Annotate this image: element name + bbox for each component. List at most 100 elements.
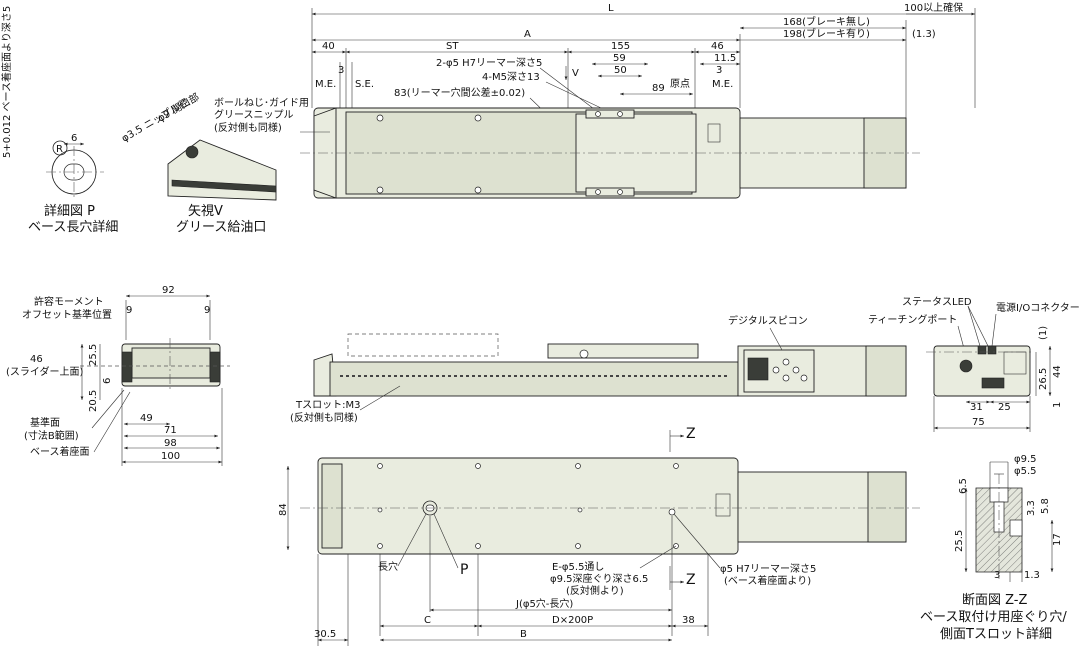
dim-46: 46 (711, 41, 724, 52)
dim-89: 89 (652, 83, 665, 94)
bottom-h7: φ5 H7リーマー深さ5 (720, 563, 816, 575)
bottom-d84: 84 (278, 503, 289, 516)
end-d20-5: 20.5 (88, 390, 99, 412)
detail-p-title: 詳細図 P (44, 203, 95, 219)
zz-title: 断面図 Z-Z (962, 593, 1028, 608)
view-v-nipple-dia: φ3.5 ニップル径 (119, 95, 191, 144)
bottom-slot: 長穴 (378, 560, 398, 573)
label-me-right: M.E. (712, 79, 733, 90)
right-teaching-port: ティーチングポート (868, 313, 957, 326)
zz-d5-8: 5.8 (1040, 498, 1051, 514)
side-view: デジタルスピコン Tスロット:M3 (反対側も同様) (290, 314, 907, 424)
zz-subtitle-1: ベース取付け用座ぐり穴/ (920, 610, 1067, 625)
callout-d83: 83(リーマー穴間公差±0.02) (394, 86, 525, 99)
zz-d5-5: φ5.5 (1014, 466, 1037, 477)
dim-100-clearance: 100以上確保 (904, 1, 963, 14)
dim-155: 155 (611, 41, 630, 52)
zz-d17: 17 (1052, 533, 1063, 546)
right-d26-5: 26.5 (1038, 368, 1049, 390)
end-d9-right: 9 (204, 305, 210, 316)
bottom-j: J(φ5穴-長穴) (515, 597, 573, 610)
callout-opposite-same: (反対側も同様) (214, 121, 282, 134)
side-tslot: Tスロット:M3 (295, 400, 360, 411)
dim-ST: ST (446, 41, 459, 52)
side-tslot-note: (反対側も同様) (290, 411, 358, 424)
bottom-c: C (424, 615, 431, 626)
dim-59: 59 (613, 53, 626, 64)
end-moment-label: 許容モーメント (34, 295, 104, 308)
label-se: S.E. (355, 79, 374, 90)
end-ref-face: 基準面 (30, 416, 60, 429)
dim-168: 168(ブレーキ無し) (783, 15, 870, 28)
end-d100: 100 (161, 451, 180, 462)
right-end-view: ステータスLED 電源I/Oコネクター ティーチングポート (1) 44 26.… (868, 296, 1080, 432)
end-d6: 6 (102, 378, 113, 384)
end-view: 許容モーメント オフセット基準位置 92 9 9 46 (スライダー上面) 25… (6, 285, 230, 466)
dim-198: 198(ブレーキ有り) (783, 27, 870, 40)
right-d1b: 1 (1052, 402, 1063, 408)
dim-3-right: 3 (716, 65, 722, 76)
end-d9-left: 9 (126, 305, 132, 316)
end-d71: 71 (164, 425, 177, 436)
label-origin: 原点 (670, 78, 690, 90)
dim-A: A (524, 29, 531, 40)
detail-p-subtitle: ベース長穴詳細 (28, 219, 118, 235)
bottom-d38: 38 (682, 615, 695, 626)
side-digital-label: デジタルスピコン (728, 314, 808, 327)
end-offset-label: オフセット基準位置 (22, 308, 112, 321)
zz-d3-3: 3.3 (1026, 500, 1037, 516)
bottom-p: P (460, 562, 468, 578)
right-status-led: ステータスLED (902, 296, 972, 308)
detail-p: 5+0.012 ベース着座面より深さ5 6 R 詳細図 P ベース長穴詳細 (0, 6, 118, 235)
top-view: L 100以上確保 A 168(ブレーキ無し) 198(ブレーキ有り) (1.3… (214, 1, 976, 199)
bottom-view: Z Z 84 長穴 P E-φ5.5通し φ9.5深座ぐり深さ6.5 (反対側よ… (278, 426, 920, 646)
callout-m5: 4-M5深さ13 (482, 71, 540, 83)
end-ref-range: (寸法B範囲) (24, 429, 79, 442)
end-d25-5: 25.5 (88, 344, 99, 366)
end-d46: 46 (30, 354, 43, 365)
bottom-h7-note: (ベース着座面より) (724, 574, 811, 587)
callout-ball-screw: ボールねじ･ガイド用 (214, 97, 309, 109)
dim-L: L (608, 3, 614, 14)
label-me-left: M.E. (315, 79, 336, 90)
detail-p-r: R (56, 144, 63, 155)
bottom-z-bottom: Z (686, 572, 696, 588)
right-d25: 25 (998, 402, 1011, 413)
right-d75: 75 (972, 417, 985, 428)
zz-d9-5: φ9.5 (1014, 454, 1037, 465)
zz-d3: 3 (994, 570, 1000, 581)
callout-grease-nipple: グリースニップル (214, 108, 294, 121)
end-slider-top: (スライダー上面) (6, 365, 84, 378)
zz-subtitle-2: 側面Tスロット詳細 (940, 626, 1052, 642)
bottom-counterbore-note: (反対側より) (566, 584, 624, 597)
view-v-subtitle: グリース給油口 (176, 220, 266, 235)
bottom-counterbore: φ9.5深座ぐり深さ6.5 (550, 572, 648, 585)
zz-d1-3: 1.3 (1024, 570, 1040, 581)
view-v-title: 矢視V (188, 204, 223, 219)
detail-p-d6: 6 (71, 133, 77, 144)
right-d1: (1) (1038, 326, 1049, 340)
dim-3-left: 3 (338, 65, 344, 76)
bottom-dx200: D×200P (552, 615, 593, 626)
arrow-v-label: V (572, 68, 579, 79)
right-power-io: 電源I/Oコネクター (996, 301, 1080, 314)
end-d92: 92 (162, 285, 175, 296)
end-d49: 49 (140, 413, 153, 424)
bottom-z-top: Z (686, 426, 696, 442)
end-base-seat: ベース着座面 (30, 445, 90, 458)
callout-reamer: 2-φ5 H7リーマー深さ5 (436, 57, 542, 69)
dim-11-5: 11.5 (714, 53, 736, 64)
bottom-e-holes: E-φ5.5通し (552, 561, 604, 573)
zz-d25-5: 25.5 (954, 530, 965, 552)
detail-p-hole-depth: 5+0.012 ベース着座面より深さ5 (0, 6, 13, 158)
right-d44: 44 (1052, 365, 1063, 378)
bottom-b: B (520, 629, 527, 640)
dim-1-3: (1.3) (912, 29, 936, 40)
bottom-d30-5: 30.5 (314, 629, 336, 640)
end-d98: 98 (164, 438, 177, 449)
section-zz: φ9.5 φ5.5 6.5 3.3 5.8 25.5 17 3 1.3 断面図 … (920, 454, 1067, 642)
zz-d6-5: 6.5 (958, 478, 969, 494)
right-d31: 31 (970, 402, 983, 413)
dim-50: 50 (614, 65, 627, 76)
